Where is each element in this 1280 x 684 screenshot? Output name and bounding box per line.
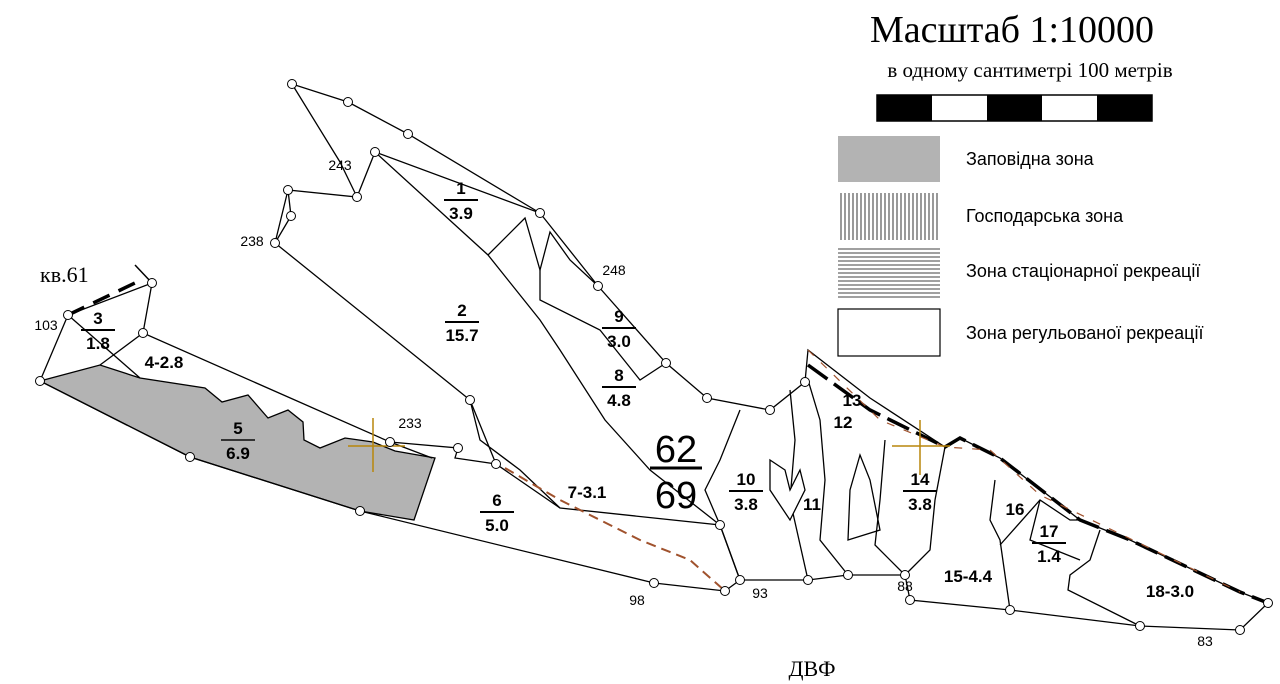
quarter-boundary	[39, 281, 741, 592]
plot-9-number: 9	[614, 307, 623, 326]
plot-2-area: 15.7	[445, 326, 478, 345]
point-number-248: 248	[602, 262, 626, 278]
plot-10-number: 10	[737, 470, 756, 489]
survey-cross-2	[892, 420, 950, 475]
plot-label-17: 18-3.0	[1146, 582, 1194, 601]
plot-label-3: 4-2.8	[145, 353, 184, 372]
plot-label-15: 16	[1006, 500, 1025, 519]
quarter-number: 62	[655, 429, 697, 471]
plot-3-area: 1.8	[86, 334, 110, 353]
point-number-93: 93	[752, 585, 768, 601]
neighbor-quarter-label: кв.61	[40, 262, 89, 287]
plot-labels: 1 3.9 2 15.7 3 1.8 4-2.8 5 6.9 6 5.0 7-3.1 8 4.8 9 3.0 1…	[81, 179, 1194, 601]
plot-14-area: 3.8	[908, 495, 932, 514]
survey-cross-1	[348, 418, 405, 472]
plot-9-area: 3.0	[607, 332, 631, 351]
plot-label-12: 13	[843, 391, 862, 410]
legend-label-regulated: Зона регульованої рекреації	[966, 323, 1203, 343]
point-number-238: 238	[240, 233, 264, 249]
road-dashed-line	[504, 467, 726, 592]
legend-swatch-economic	[840, 193, 938, 240]
plot-3-number: 3	[93, 309, 102, 328]
legend-swatch-regulated	[837, 308, 941, 357]
legend-swatch-reserve	[838, 136, 940, 182]
plot-17-area: 1.4	[1037, 547, 1061, 566]
point-number-233: 233	[398, 415, 422, 431]
plot-8-area: 4.8	[607, 391, 631, 410]
plot-5-number: 5	[233, 419, 242, 438]
point-number-103: 103	[34, 317, 58, 333]
scale-title: Масштаб 1:10000	[870, 9, 1154, 51]
quarter-area: 69	[655, 475, 697, 517]
legend-label-reserve: Заповідна зона	[966, 149, 1095, 169]
point-number-83: 83	[1197, 633, 1213, 649]
plot-6-area: 5.0	[485, 516, 509, 535]
boundary-vertices	[35, 79, 1273, 635]
quarter-boundary-north	[274, 151, 1270, 631]
bottom-label: ДВФ	[788, 656, 835, 681]
legend-swatch-stationary	[838, 248, 940, 298]
legend-label-stationary: Зона стаціонарної рекреації	[966, 261, 1200, 281]
plot-2-number: 2	[457, 301, 466, 320]
legend-label-economic: Господарська зона	[966, 206, 1124, 226]
plot-label-10: 11	[803, 495, 821, 514]
plot-1-area: 3.9	[449, 204, 473, 223]
map-geometry	[38, 82, 1270, 631]
scale-subtitle: в одному сантиметрі 100 метрів	[887, 58, 1172, 82]
plot-6-number: 6	[492, 491, 501, 510]
plot-5-area: 6.9	[226, 444, 250, 463]
plot-1-number: 1	[456, 179, 465, 198]
plot-10-area: 3.8	[734, 495, 758, 514]
reserve-zone-area	[38, 364, 436, 521]
quarter-boundary-nw	[274, 82, 541, 244]
plot-14-number: 14	[911, 470, 930, 489]
plot-label-14: 15-4.4	[944, 567, 993, 586]
point-number-88: 88	[897, 578, 913, 594]
plot-17-number: 17	[1040, 522, 1059, 541]
plot-label-6: 7-3.1	[568, 483, 607, 502]
plot-8-number: 8	[614, 366, 623, 385]
plot-label-11: 12	[834, 413, 853, 432]
scale-bar	[876, 94, 1153, 122]
legend: Заповідна зона Господарська зона Зона ст…	[837, 136, 1203, 357]
point-number-243: 243	[328, 157, 352, 173]
point-number-98: 98	[629, 592, 645, 608]
